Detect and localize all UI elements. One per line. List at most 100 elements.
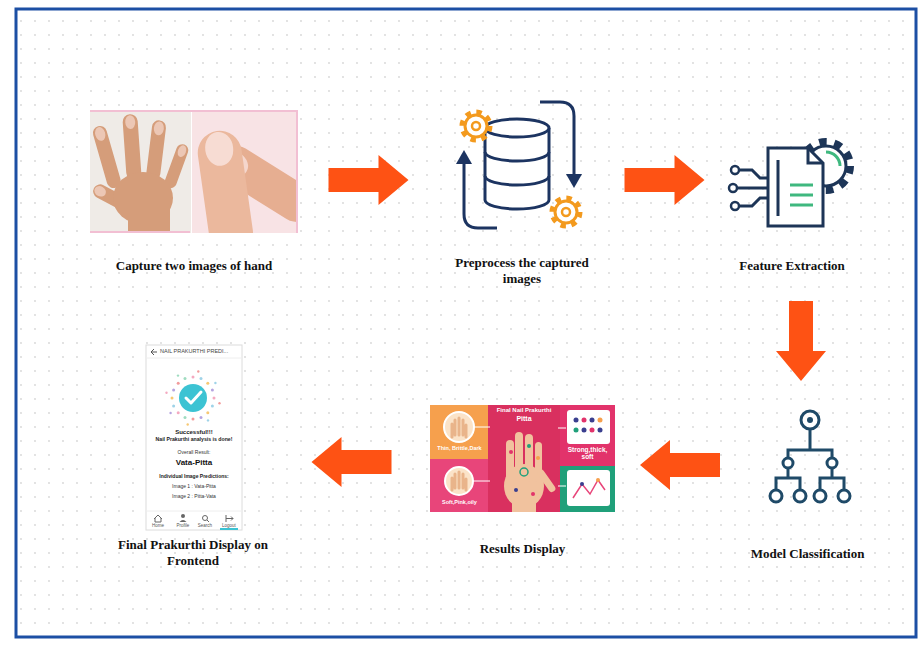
phone-screen [179, 384, 207, 412]
tree-icon [807, 417, 813, 423]
results-infographic [536, 468, 557, 493]
hand-photo [128, 205, 170, 233]
nav-label: Profile [172, 523, 194, 528]
infographic-title: Pitta [488, 415, 560, 423]
database-icon [456, 102, 582, 228]
step-caption: Preprocess the captured images [441, 255, 603, 287]
step-box: Capture two images of hand [88, 105, 300, 277]
flow-arrow [625, 155, 705, 205]
phone-screen [211, 405, 214, 408]
results-infographic [506, 440, 514, 484]
feature-icon [768, 148, 823, 226]
database-icon [555, 201, 577, 223]
flow-arrow [776, 301, 826, 381]
database-icon [456, 150, 472, 164]
step-caption: Final Prakurthi Display on Frontend [112, 537, 274, 569]
phone-screen [206, 411, 209, 414]
phone-screen [214, 382, 216, 384]
screen-text: Image 1 : Vata-Pitta [146, 484, 242, 490]
step-box: Final Prakurthi Display on Frontend [108, 340, 278, 572]
step-box: Results Display [425, 400, 620, 560]
feature-icon [729, 142, 850, 226]
results-infographic [527, 444, 531, 448]
phone-screen [172, 405, 175, 408]
phone-screen [220, 528, 238, 530]
feature-icon [731, 166, 739, 174]
phone-screen [226, 515, 233, 522]
database-icon [485, 128, 549, 209]
results-infographic [580, 482, 584, 486]
flow-arrow [312, 437, 392, 487]
results-infographic [560, 466, 615, 512]
tree-icon [801, 411, 819, 429]
phone-screen [184, 377, 187, 380]
tree-icon [770, 490, 782, 502]
database-icon [472, 122, 480, 130]
results-infographic [452, 418, 466, 437]
results-infographic [590, 428, 595, 433]
hand-photo [122, 114, 142, 181]
flow-arrow [640, 440, 720, 490]
tree-icon [814, 490, 826, 502]
hand-photo [176, 144, 188, 158]
feature-icon [826, 152, 840, 166]
phone-screen [200, 416, 203, 419]
results-infographic [560, 405, 615, 466]
phone-screen [213, 397, 216, 400]
phone-screen [207, 520, 209, 522]
hand-photo [91, 124, 122, 189]
database-icon [463, 113, 489, 139]
hand-photo [195, 128, 256, 233]
results-infographic [531, 492, 535, 496]
phone-screen [146, 511, 242, 512]
phone-screen [203, 516, 208, 521]
results-infographic [598, 418, 603, 423]
database-icon [465, 115, 487, 137]
phone-screen [177, 374, 179, 376]
results-infographic [598, 428, 603, 433]
phone-screen [146, 345, 242, 530]
phone-screen [171, 397, 174, 400]
hand-photo [203, 130, 235, 168]
tree-icon [770, 411, 850, 502]
tree-icon [776, 468, 844, 490]
phone-screen [211, 389, 214, 392]
phone-screen [180, 520, 187, 522]
feature-icon [729, 184, 737, 192]
frame-border [16, 9, 916, 637]
hand-photo [91, 114, 190, 233]
feature-icon [778, 148, 823, 216]
hand-photo [125, 115, 136, 130]
feature-icon [790, 185, 813, 205]
phone-screen [200, 377, 203, 380]
results-infographic [430, 405, 615, 512]
phone-screen [146, 358, 242, 359]
feature-icon [738, 170, 768, 206]
results-infographic [590, 418, 595, 423]
nav-label: Logout [218, 523, 240, 528]
results-infographic [504, 432, 557, 512]
phone-screen [184, 416, 187, 419]
phone-screen [206, 382, 209, 385]
tree-icon [794, 490, 806, 502]
tree-icon [838, 490, 850, 502]
phone-screen [218, 402, 220, 404]
nav-label: Search [194, 523, 216, 528]
database-icon [485, 119, 549, 137]
hand-photo [146, 120, 167, 181]
step-caption: Capture two images of hand [116, 258, 273, 274]
infographic-text: Soft,Pink,oily [431, 499, 488, 505]
nav-label: Home [147, 523, 169, 528]
phone-screen [187, 423, 189, 425]
results-infographic [574, 428, 579, 433]
phone-screen [197, 370, 199, 372]
tree-icon [827, 458, 837, 468]
hand-photo [146, 120, 167, 181]
results-infographic [488, 405, 560, 512]
database-icon [553, 199, 579, 225]
step-box: Preprocess the captured images [437, 95, 607, 290]
hand-photo [90, 111, 323, 258]
hand-photo [195, 128, 298, 233]
hand-photo [153, 121, 165, 136]
